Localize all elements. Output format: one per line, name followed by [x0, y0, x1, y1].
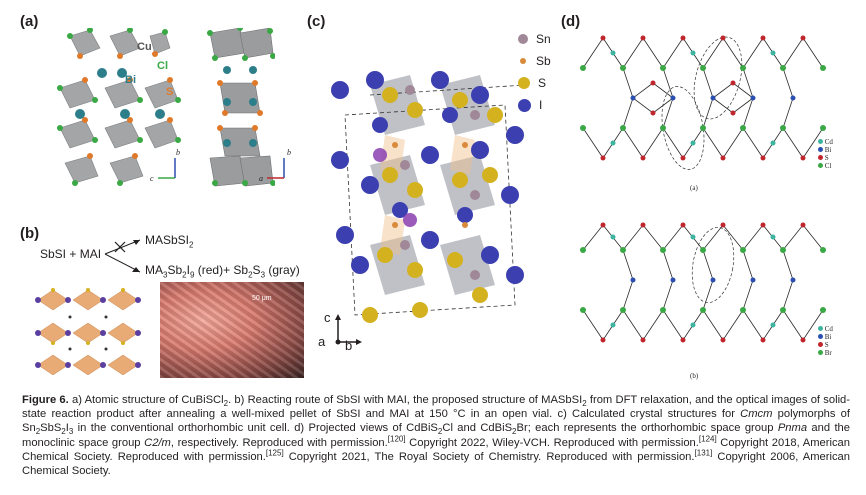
- axis-a-right: a: [259, 174, 263, 183]
- axis-b-right: b: [287, 148, 291, 157]
- legend-s: S: [518, 76, 546, 90]
- axis-a: a: [318, 334, 326, 349]
- axis-b: b: [345, 338, 353, 353]
- axis-c-left: c: [150, 174, 154, 183]
- atom-label-bi: Bi: [125, 74, 136, 86]
- panel-a-structure-left: [57, 28, 181, 186]
- panel-d-label: (d): [561, 13, 581, 30]
- legend-sb: Sb: [518, 54, 551, 68]
- panel-a-label: (a): [20, 13, 39, 30]
- scale-bar-label: 50 μm: [252, 295, 272, 302]
- legend-d-bot-bi: Bi: [818, 333, 833, 341]
- legend-i: I: [518, 98, 542, 112]
- legend-d-top-bi: Bi: [818, 146, 833, 154]
- axis-c: c: [324, 310, 331, 325]
- legend-d-bot-cd: Cd: [818, 325, 833, 333]
- reaction-product-2: MA3Sb2I9 (red)+ Sb2S3 (gray): [145, 263, 300, 280]
- axis-b-left: b: [176, 148, 180, 157]
- legend-d-top-s: S: [818, 154, 833, 162]
- legend-s-swatch: [518, 77, 530, 89]
- panel-b-label: (b): [20, 225, 40, 242]
- panel-a-axes-left: [158, 158, 176, 179]
- legend-d-bot-br: Br: [818, 349, 833, 357]
- optical-image: [160, 282, 304, 378]
- legend-d-top-cd: Cd: [818, 138, 833, 146]
- figure-caption: Figure 6. a) Atomic structure of CuBiSCl…: [22, 394, 851, 478]
- panel-d-structure-bottom: [580, 222, 826, 343]
- legend-sb-swatch: [520, 58, 526, 64]
- panel-c-structure: [331, 71, 526, 323]
- reaction-reactants: SbSI + MAI: [40, 247, 102, 261]
- atom-label-cl: Cl: [157, 60, 168, 72]
- legend-d-bot-s: S: [818, 341, 833, 349]
- panel-c-axes: [335, 314, 362, 345]
- panel-a-structure-right: [207, 28, 275, 187]
- atom-label-cu: Cu: [137, 41, 152, 53]
- legend-sn-swatch: [518, 34, 528, 44]
- legend-d-top-cl: Cl: [818, 162, 833, 170]
- panel-a-axes-right: [267, 158, 285, 179]
- panel-d-legend-bottom: Cd Bi S Br: [818, 325, 833, 357]
- panel-c-label: (c): [307, 13, 326, 30]
- panel-d-subfig-a: (a): [690, 184, 698, 192]
- reaction-product-1: MASbSI2: [145, 233, 194, 250]
- panel-d-structure-top: [580, 35, 826, 170]
- atom-label-s: S: [166, 86, 174, 98]
- panel-d-subfig-b: (b): [690, 372, 699, 380]
- legend-sn: Sn: [518, 32, 551, 46]
- panel-d-legend-top: Cd Bi S Cl: [818, 138, 833, 170]
- reaction-arrows: [104, 239, 141, 273]
- mas-bsi2-structure: [35, 288, 141, 376]
- legend-i-swatch: [518, 98, 531, 112]
